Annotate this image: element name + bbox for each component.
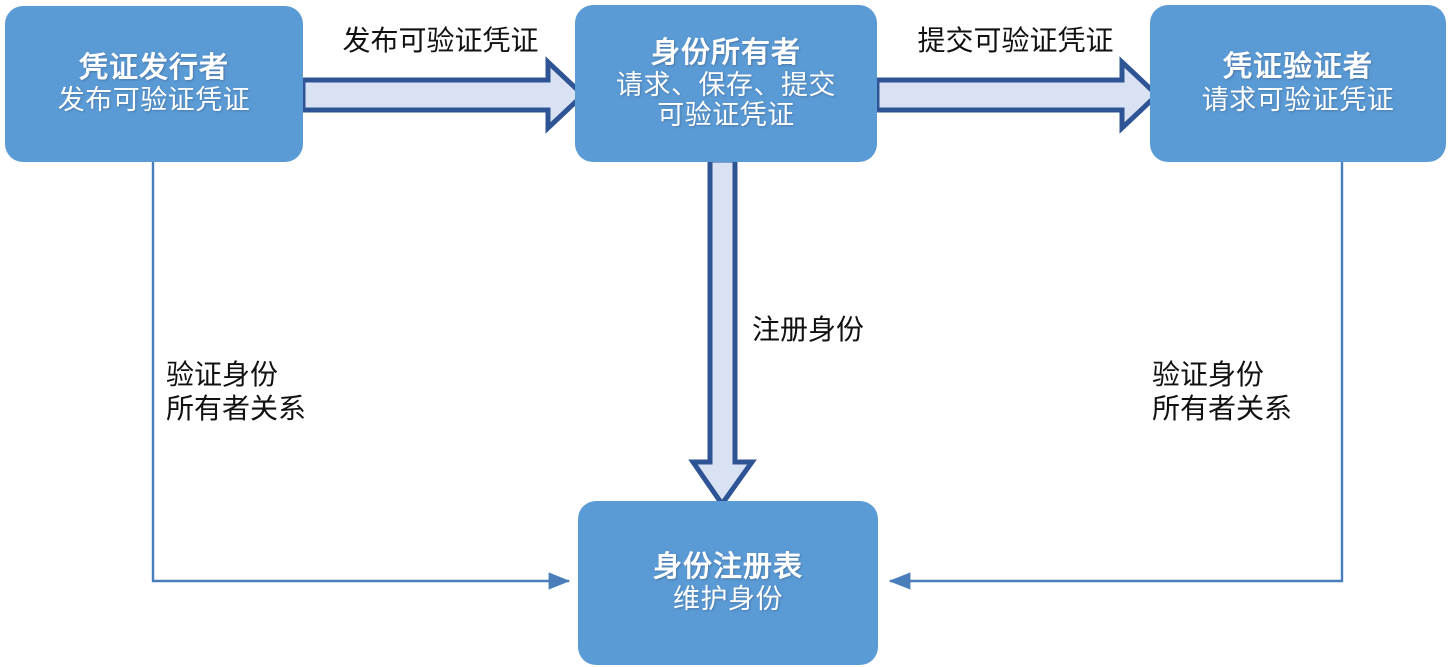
node-title: 身份注册表: [652, 550, 803, 583]
edge-label-line2: 所有者关系: [1152, 393, 1293, 425]
node-subtitle-line: 可验证凭证: [657, 99, 795, 130]
edge-label-line1: 验证身份: [1152, 359, 1265, 390]
node-title: 凭证发行者: [78, 51, 229, 84]
edge-label-line2: 所有者关系: [166, 393, 307, 425]
edge-label-verify-verifier-identity: 验证身份 所有者关系: [1152, 358, 1292, 426]
node-subtitle-line: 维护身份: [673, 584, 783, 615]
block-arrow-present-credential: [874, 56, 1161, 134]
node-credential-issuer[interactable]: 凭证发行者 发布可验证凭证: [5, 6, 303, 162]
block-arrow-issue-credential: [300, 56, 587, 134]
node-subtitle-line: 请求、保存、提交: [616, 69, 836, 100]
edge-label-line1: 验证身份: [166, 359, 279, 390]
edge-label-present-credential: 提交可验证凭证: [917, 25, 1114, 56]
node-identity-registry[interactable]: 身份注册表 维护身份: [578, 501, 878, 665]
edge-label-register-identity: 注册身份: [752, 314, 865, 345]
node-credential-verifier[interactable]: 凭证验证者 请求可验证凭证: [1150, 5, 1446, 162]
edge-label-issue-credential: 发布可验证凭证: [342, 25, 539, 56]
edge-label-verify-issuer-identity: 验证身份 所有者关系: [166, 358, 306, 426]
block-arrow-register-identity: [688, 157, 757, 509]
node-title: 身份所有者: [650, 36, 801, 69]
node-subtitle-line: 请求可验证凭证: [1201, 84, 1395, 115]
node-subtitle-line: 发布可验证凭证: [57, 85, 251, 116]
node-identity-owner[interactable]: 身份所有者 请求、保存、提交 可验证凭证: [575, 5, 877, 162]
node-title: 凭证验证者: [1222, 51, 1373, 84]
